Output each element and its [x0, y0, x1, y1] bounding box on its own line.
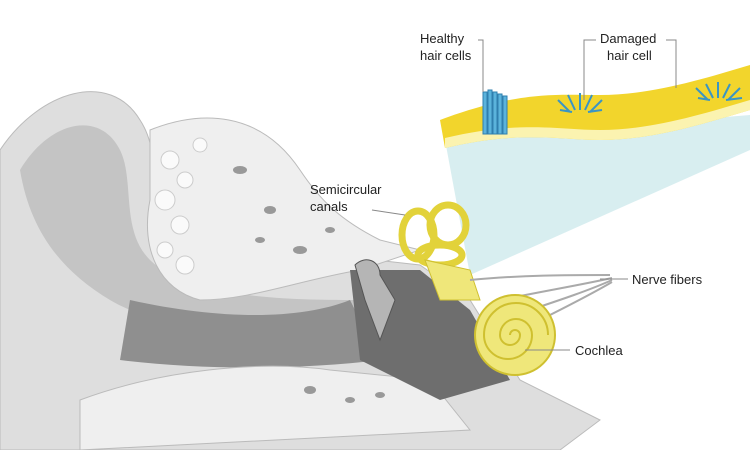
bone-holes	[233, 166, 335, 254]
lower-bone	[79, 365, 471, 450]
ossicles	[354, 259, 396, 342]
ear-fold	[20, 125, 360, 334]
semicircular-leader	[371, 209, 406, 216]
healthy-label-1: Healthy	[420, 31, 465, 46]
damaged-label-1: Damaged	[600, 31, 656, 46]
temporal-bone	[146, 117, 422, 301]
cochlea-label: Cochlea	[575, 343, 623, 358]
nerve-fibers-label: Nerve fibers	[632, 272, 703, 287]
damaged-hair-cell	[557, 82, 743, 113]
bone-cells	[154, 137, 208, 275]
membrane-edge	[445, 100, 750, 148]
semicircular-canals	[398, 201, 470, 269]
semicircular-label-2: canals	[310, 199, 348, 214]
damaged-label-2: hair cell	[607, 48, 652, 63]
healthy-leader	[478, 39, 484, 92]
healthy-hair-cells	[482, 89, 508, 135]
lower-bone-holes	[304, 386, 385, 403]
zoom-funnel	[445, 115, 750, 275]
damaged-leader	[583, 39, 677, 100]
cochlea	[474, 294, 556, 376]
healthy-label-2: hair cells	[420, 48, 472, 63]
ear-canal	[120, 300, 380, 368]
semicircular-label-1: Semicircular	[310, 182, 382, 197]
vestibule	[424, 259, 481, 301]
